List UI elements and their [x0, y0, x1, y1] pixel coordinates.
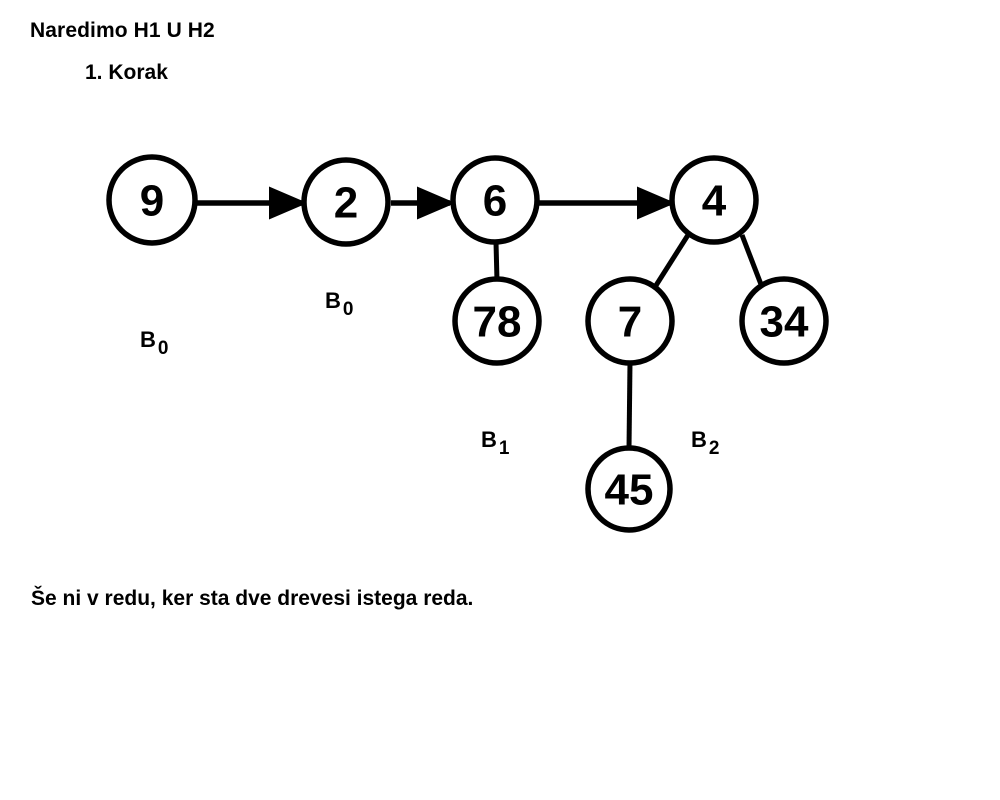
tree-edge-n4-n34 [739, 234, 765, 288]
node-circle-2 [301, 157, 391, 247]
node-2: 2 [301, 157, 391, 247]
page-title: Naredimo H1 U H2 [30, 19, 215, 42]
node-label-45: 45 [605, 466, 654, 515]
tree-nodes: 9 2 6 4 78 7 34 45 [106, 154, 829, 533]
node-78: 78 [452, 276, 542, 366]
node-6: 6 [450, 155, 540, 245]
node-circle-45 [585, 445, 673, 533]
tree-edge-n4-n7 [652, 233, 691, 289]
node-label-4: 4 [702, 177, 727, 226]
node-circle-34 [739, 276, 829, 366]
node-4: 4 [669, 155, 759, 245]
explanation-text: Še ni v redu, ker sta dve drevesi istega… [31, 587, 474, 610]
order-label-base: B [481, 427, 497, 452]
node-label-78: 78 [473, 298, 522, 347]
node-circle-9 [106, 154, 198, 246]
node-label-2: 2 [334, 179, 358, 228]
order-label-subscript: 1 [498, 438, 510, 459]
node-circle-6 [450, 155, 540, 245]
order-label-subscript: 2 [708, 438, 720, 459]
order-label-base: B [325, 288, 341, 313]
order-label-subscript: 0 [157, 338, 169, 359]
node-7: 7 [585, 276, 675, 366]
node-label-6: 6 [483, 177, 507, 226]
tree-edges [493, 233, 765, 450]
node-circle-4 [669, 155, 759, 245]
node-circle-78 [452, 276, 542, 366]
node-label-9: 9 [140, 177, 164, 226]
node-9: 9 [106, 154, 198, 246]
node-circle-7 [585, 276, 675, 366]
node-label-34: 34 [760, 298, 809, 347]
node-label-7: 7 [618, 298, 642, 347]
order-label-base: B [691, 427, 707, 452]
tree-edge-n6-n78 [493, 241, 500, 282]
node-45: 45 [585, 445, 673, 533]
tree-edge-n7-n45 [626, 361, 633, 450]
order-label-subscript: 0 [342, 299, 354, 320]
node-34: 34 [739, 276, 829, 366]
step-heading: 1. Korak [85, 61, 168, 84]
order-label-base: B [140, 327, 156, 352]
